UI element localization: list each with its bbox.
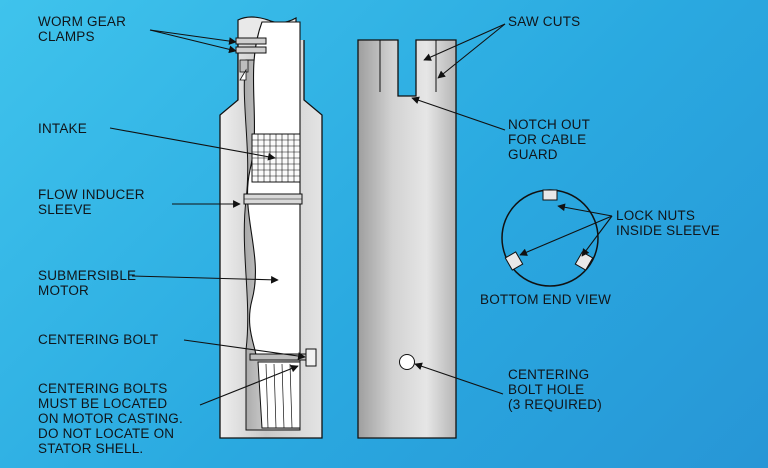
intake-screen (251, 133, 301, 183)
leader-lines (109, 23, 613, 406)
label-centering-bolts-note: CENTERING BOLTS MUST BE LOCATED ON MOTOR… (38, 381, 183, 456)
label-flow-inducer-sleeve: FLOW INDUCER SLEEVE (38, 187, 145, 217)
centering-bolt (305, 348, 317, 367)
lock-nut-top (542, 189, 558, 201)
sleeve-side-view (357, 39, 457, 439)
label-worm-gear-clamps: WORM GEAR CLAMPS (38, 14, 127, 44)
label-saw-cuts: SAW CUTS (508, 14, 581, 29)
label-notch-out: NOTCH OUT FOR CABLE GUARD (508, 117, 591, 162)
lock-nut-left (504, 251, 524, 271)
lock-nut-right (574, 251, 594, 271)
label-bottom-end-view: BOTTOM END VIEW (480, 292, 612, 307)
worm-gear-clamp-1 (235, 37, 267, 45)
left-assembly (219, 16, 323, 439)
worm-gear-clamp-2 (235, 46, 267, 54)
label-lock-nuts: LOCK NUTS INSIDE SLEEVE (616, 208, 720, 238)
label-centering-bolt: CENTERING BOLT (38, 332, 159, 347)
bottom-end-view (501, 189, 599, 287)
submersible-motor-body (246, 21, 301, 361)
label-submersible-motor: SUBMERSIBLE MOTOR (38, 268, 137, 298)
label-intake: INTAKE (38, 121, 87, 136)
right-sleeve (357, 39, 457, 439)
label-centering-bolt-hole: CENTERING BOLT HOLE (3 REQUIRED) (508, 367, 602, 412)
centering-bolt-hole (399, 354, 415, 370)
stator-shell (257, 361, 301, 429)
